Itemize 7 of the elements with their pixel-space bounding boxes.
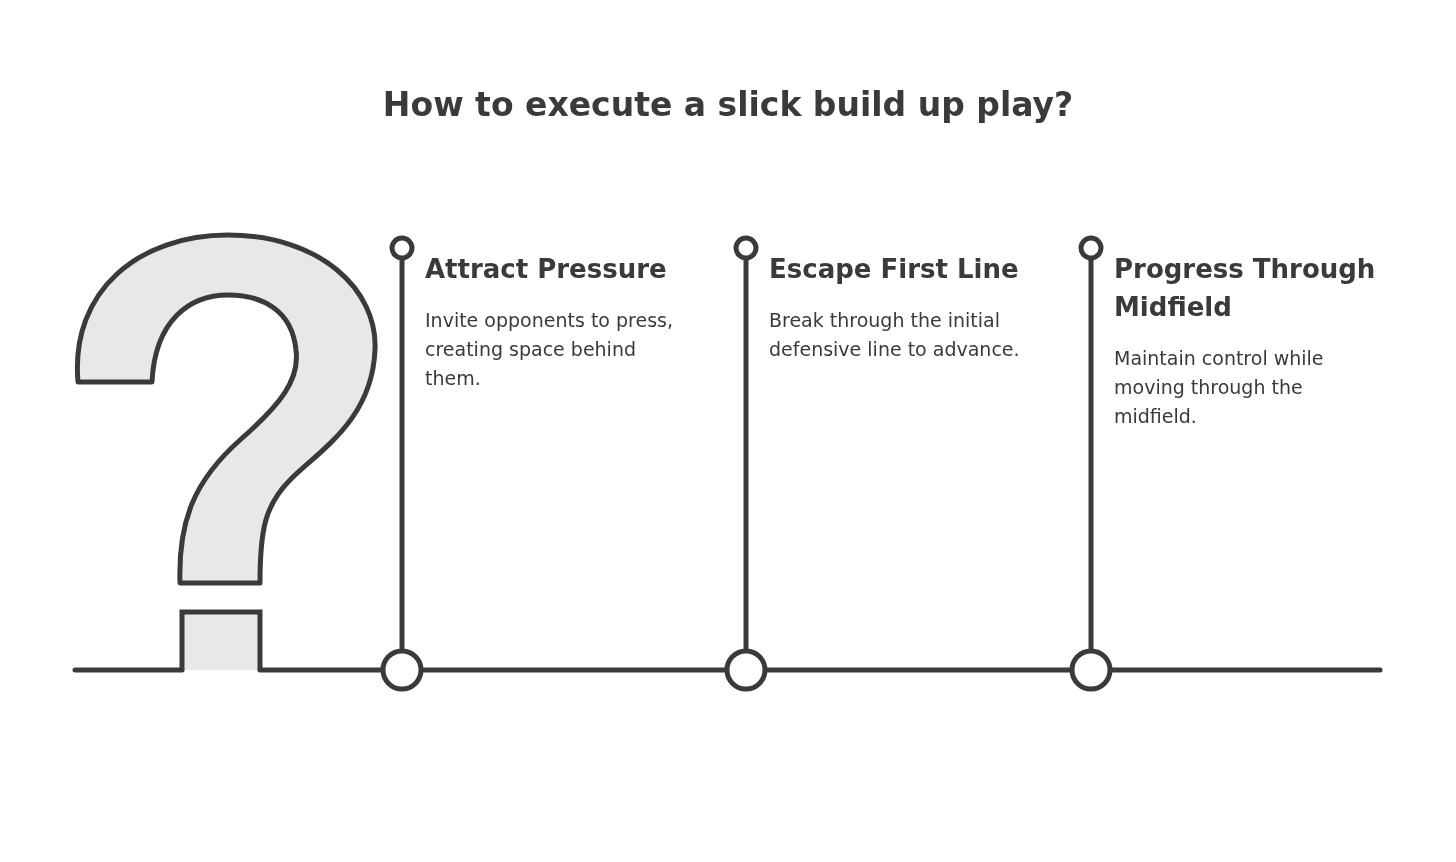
step-description: Maintain control while moving through the midfield. [1114, 346, 1325, 429]
step-heading: Attract Pressure [425, 253, 668, 286]
step-heading: Progress Through Midfield [1114, 253, 1377, 324]
step-description: Break through the initial defensive line to advance. [769, 308, 1021, 362]
title: How to execute a slick build up play? [381, 84, 1075, 126]
step-description: Invite opponents to press, creating space behind them. [425, 308, 674, 391]
step-heading: Escape First Line [769, 253, 1020, 286]
